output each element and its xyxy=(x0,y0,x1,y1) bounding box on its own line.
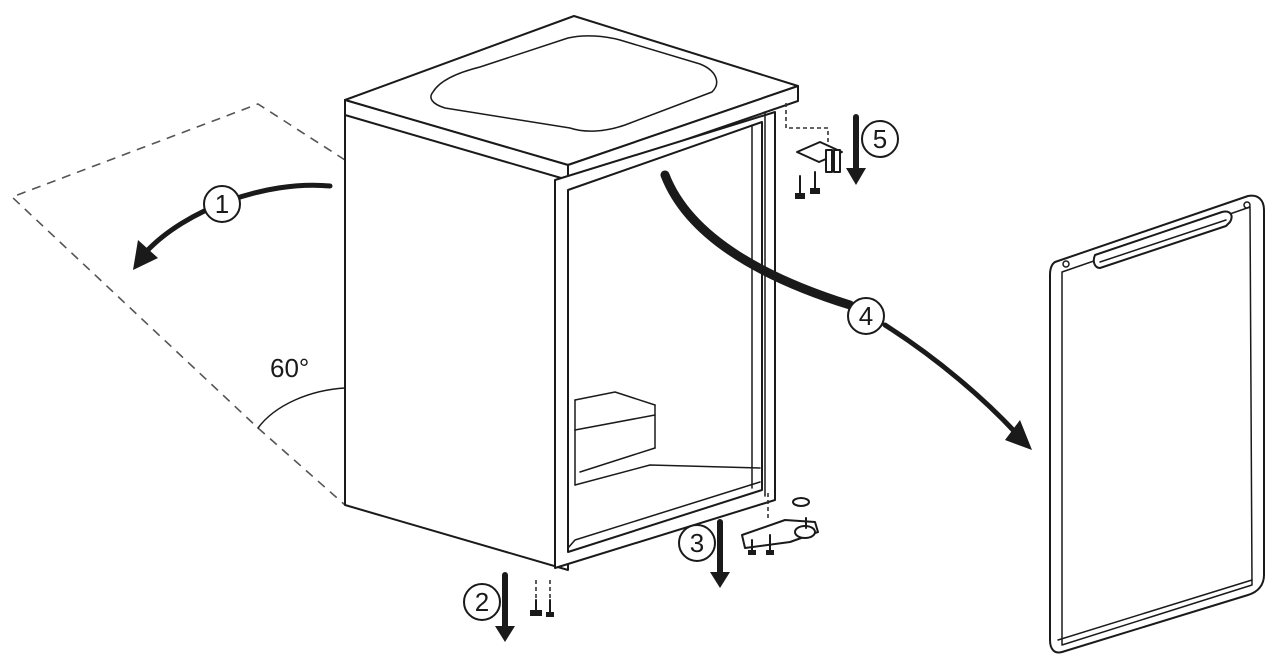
screw-icon xyxy=(795,175,805,199)
angle-label: 60° xyxy=(270,353,309,383)
svg-text:3: 3 xyxy=(690,528,704,558)
door-swing-outline xyxy=(10,103,346,506)
step-callout-4: 4 xyxy=(847,297,885,335)
arrow-down-icon xyxy=(710,519,730,588)
bottom-hinge-assembly xyxy=(710,493,819,588)
arrow-down-icon xyxy=(846,114,866,185)
step-callout-2: 2 xyxy=(463,583,501,621)
top-hinge-assembly xyxy=(785,103,866,199)
hinge-bracket-icon xyxy=(741,517,819,549)
screw-icon xyxy=(530,599,542,616)
step-callout-1: 1 xyxy=(203,185,241,223)
step-callout-3: 3 xyxy=(678,524,716,562)
screw-icon xyxy=(546,599,554,617)
angle-arc xyxy=(257,387,346,429)
svg-text:5: 5 xyxy=(873,124,887,154)
bottom-screws-assembly xyxy=(495,572,554,642)
svg-text:4: 4 xyxy=(859,301,873,331)
fridge-cabinet xyxy=(344,15,799,571)
arrow-down-icon xyxy=(495,572,515,642)
screw-icon xyxy=(748,539,756,555)
step-4-arrow xyxy=(660,170,1032,450)
fridge-door xyxy=(1049,194,1265,654)
screw-icon xyxy=(766,534,774,555)
svg-text:1: 1 xyxy=(215,189,229,219)
screw-icon xyxy=(810,171,820,194)
door-handle xyxy=(1092,210,1233,269)
step-callout-5: 5 xyxy=(861,120,899,158)
svg-text:2: 2 xyxy=(475,587,489,617)
hinge-bracket-icon xyxy=(796,141,843,173)
